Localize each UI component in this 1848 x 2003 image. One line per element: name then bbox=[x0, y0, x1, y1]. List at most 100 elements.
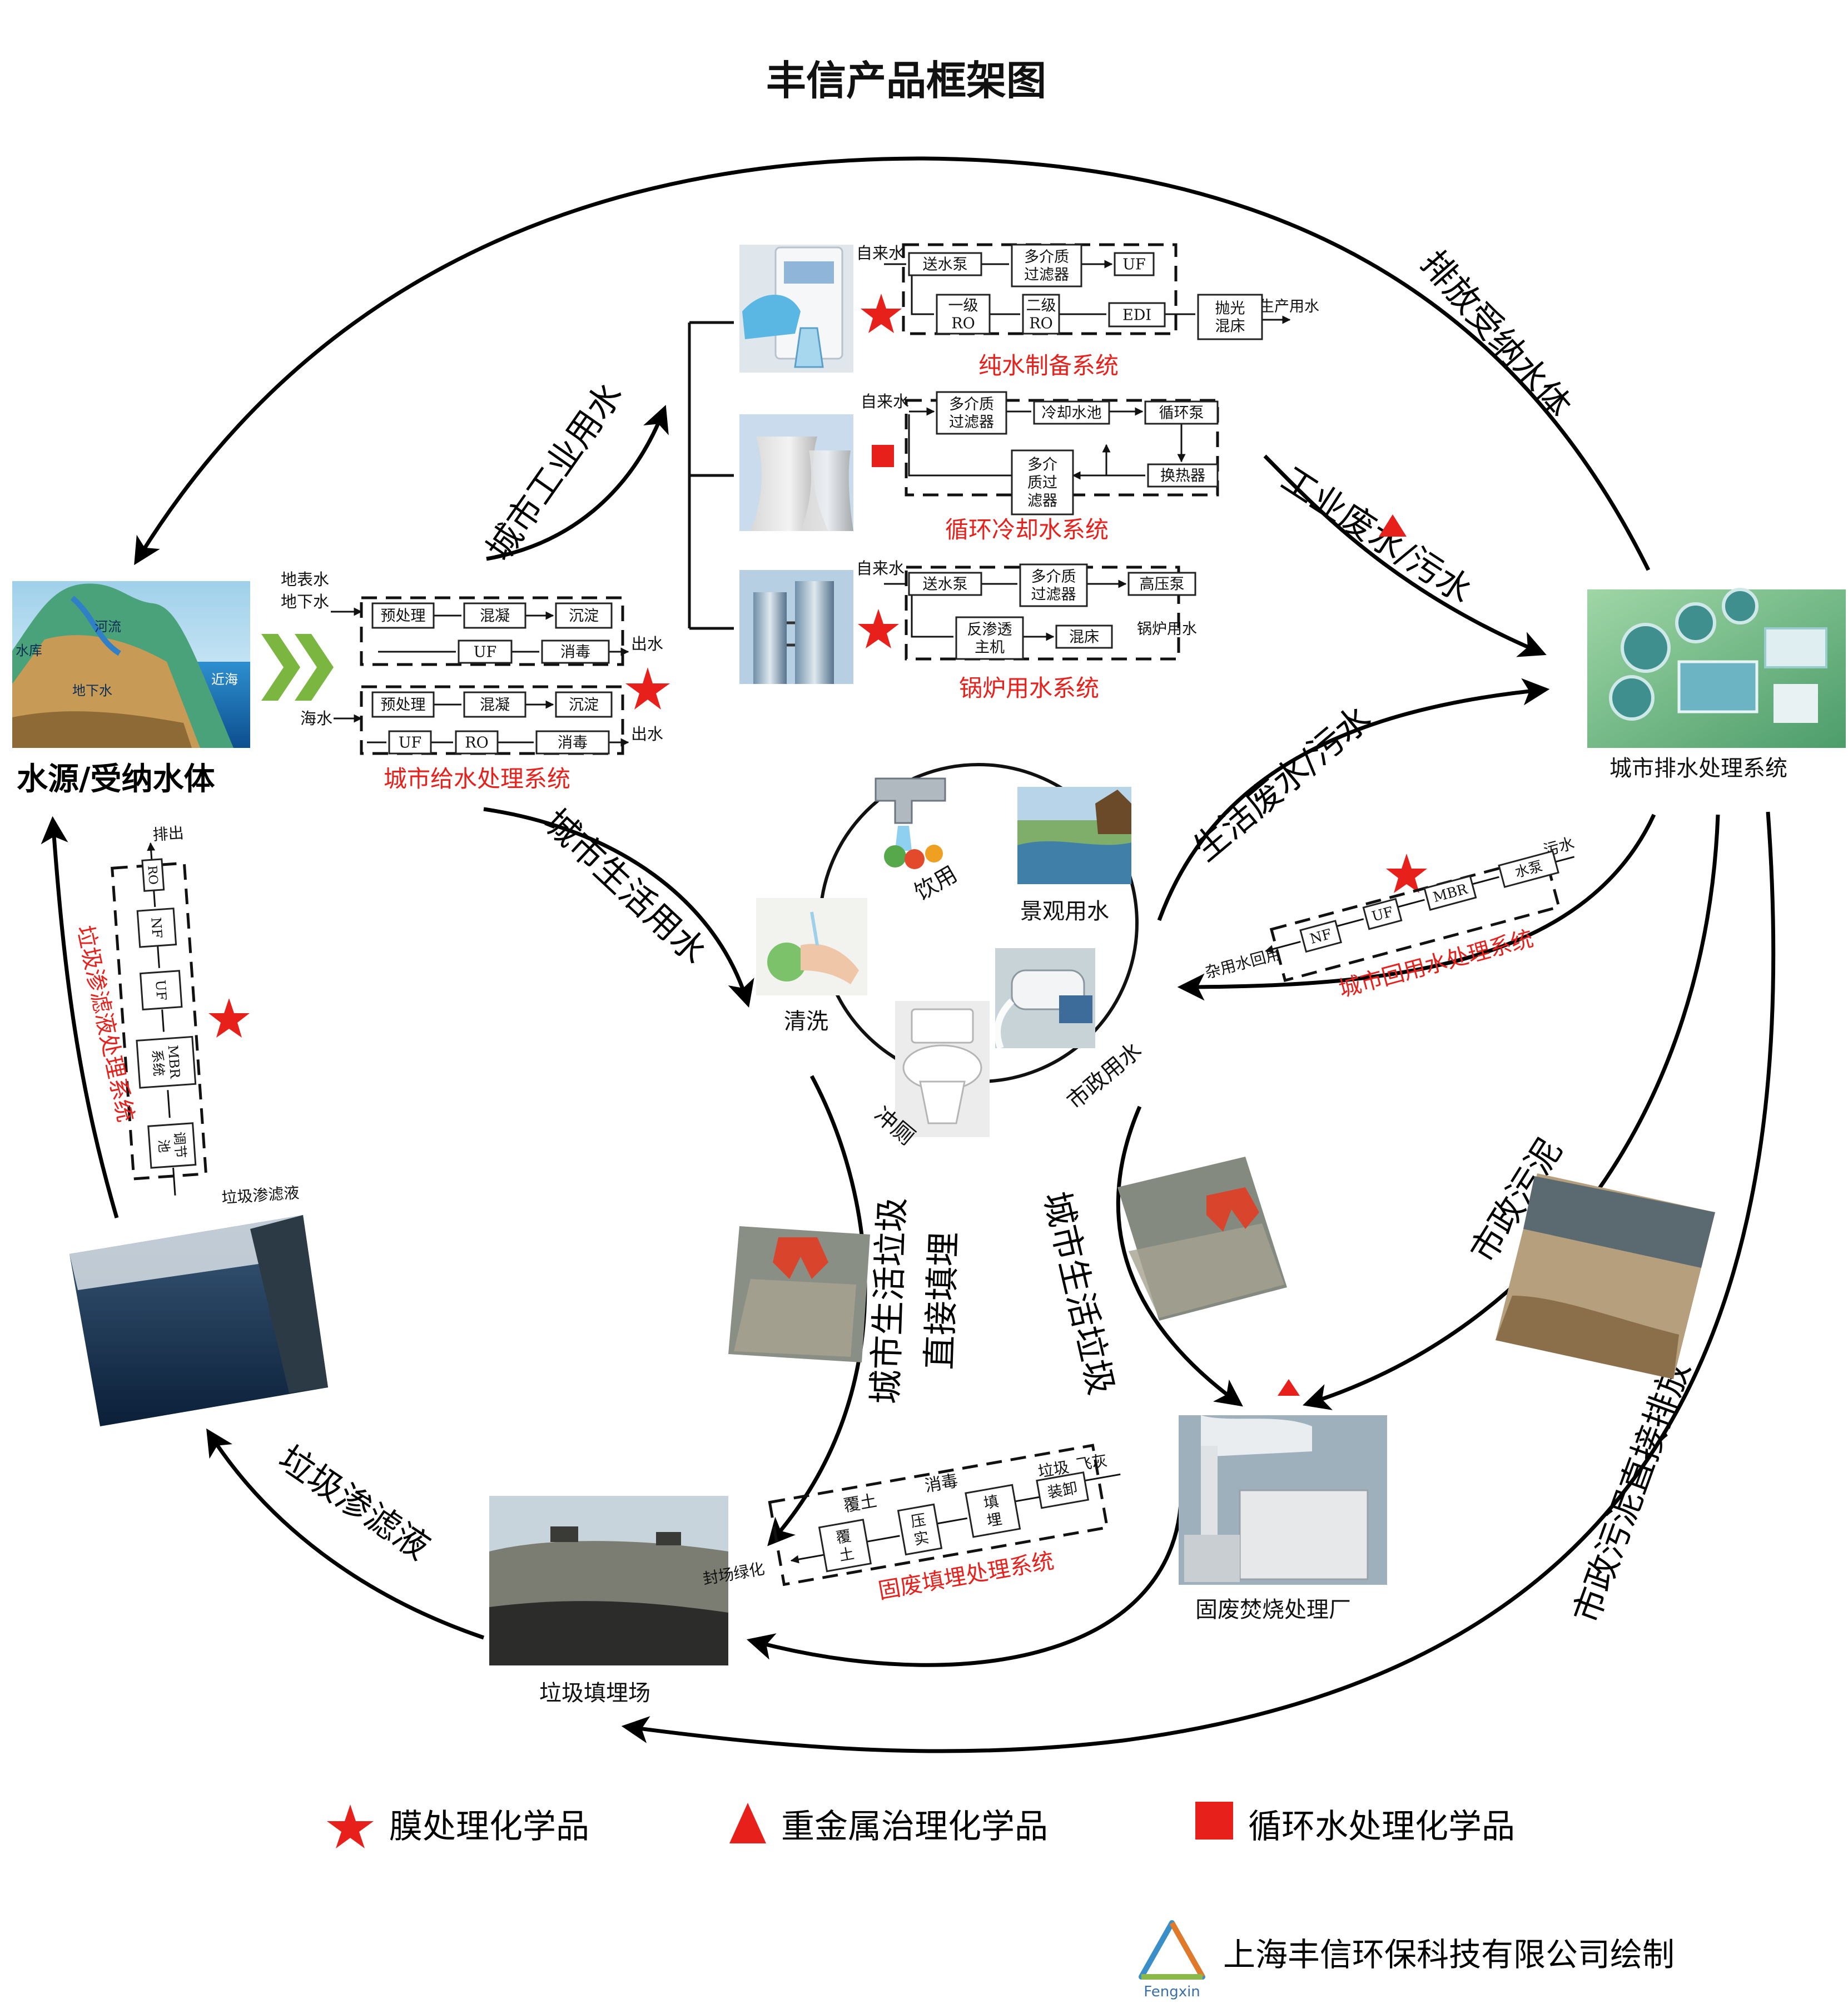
process-box: 预处理 bbox=[371, 602, 435, 629]
process-box-frame bbox=[1362, 898, 1403, 930]
drainage-plant-photo bbox=[1587, 588, 1846, 748]
use-landscape: 景观用水 bbox=[1020, 899, 1109, 924]
industrial-branch bbox=[688, 321, 734, 630]
process-box: 混床 bbox=[1055, 624, 1113, 649]
process-box: UF bbox=[139, 970, 183, 1011]
process-box: UF bbox=[388, 730, 432, 755]
process-box-label: NF bbox=[148, 917, 165, 939]
supply-output-2: 出水 bbox=[631, 725, 663, 743]
process-box-label: 消毒 bbox=[558, 734, 588, 751]
process-box-label: 埋 bbox=[986, 1510, 1004, 1530]
process-box-label: 过滤器 bbox=[949, 414, 994, 431]
process-box-frame bbox=[1423, 875, 1477, 911]
process-box-frame bbox=[955, 616, 1024, 660]
label-sludge-direct: 市政污泥直接排放 bbox=[1566, 1355, 1698, 1628]
process-box-label: 高压泵 bbox=[1140, 576, 1185, 593]
green-chevron-icon bbox=[261, 634, 334, 701]
process-box-frame bbox=[1197, 294, 1263, 340]
membrane-star-icon bbox=[1386, 854, 1427, 893]
process-box-label: 系统 bbox=[149, 1049, 166, 1077]
process-box: 送水泵 bbox=[908, 572, 982, 596]
arrow-leachate-system bbox=[41, 816, 119, 1218]
main-arcs bbox=[41, 156, 1776, 1753]
arrow-sludge-direct bbox=[621, 811, 1776, 1753]
company-logo-icon: Fengxin bbox=[1139, 1920, 1205, 2000]
label-domestic-waste: 生活废水/污水 bbox=[1185, 697, 1379, 869]
process-box-label: 实 bbox=[912, 1529, 930, 1549]
process-box-frame bbox=[1127, 572, 1196, 596]
process-box-label: 预处理 bbox=[381, 696, 426, 713]
process-box: UF bbox=[1362, 898, 1403, 930]
water-source-photo: 河流 水库 地下水 近海 bbox=[12, 581, 250, 748]
membrane-star-icon bbox=[625, 667, 670, 710]
leachate-pool-photo bbox=[69, 1215, 328, 1426]
process-box-frame bbox=[1108, 302, 1166, 328]
legend-square-icon bbox=[1195, 1802, 1233, 1840]
process-box: 覆土 bbox=[818, 1519, 872, 1573]
cooling-photo bbox=[739, 414, 853, 531]
process-box-label: 沉淀 bbox=[569, 696, 599, 713]
process-box-label: UF bbox=[399, 734, 422, 751]
label-incineration: 固废焚烧处理厂 bbox=[1195, 1597, 1351, 1623]
process-box-label: UF bbox=[474, 643, 497, 661]
process-box-label: 抛光 bbox=[1215, 300, 1245, 317]
process-box-label: EDI bbox=[1122, 306, 1151, 324]
boiler-system: 自来水 锅炉用水 锅炉用水系统 bbox=[856, 559, 1197, 702]
boiler-photo bbox=[739, 570, 853, 684]
reuse-output: 杂用水回用 bbox=[1203, 944, 1283, 982]
process-box-label: 混床 bbox=[1069, 628, 1099, 646]
process-box: EDI bbox=[1108, 302, 1166, 328]
process-box-label: 土 bbox=[838, 1545, 856, 1565]
process-box-frame bbox=[897, 1503, 943, 1556]
process-box-frame bbox=[1033, 400, 1110, 425]
leachate-output: 排出 bbox=[152, 824, 185, 844]
process-box-label: RO bbox=[145, 865, 160, 885]
process-box-frame bbox=[141, 858, 165, 892]
label-water-source: 水源/受纳水体 bbox=[17, 761, 215, 797]
legend-star-icon bbox=[327, 1804, 374, 1848]
process-box-frame bbox=[535, 730, 610, 755]
label-garbage-direct-1: 城市生活垃圾 bbox=[865, 1197, 913, 1405]
photo-washing bbox=[756, 898, 867, 995]
process-box-label: 多介质 bbox=[949, 396, 994, 413]
arrow-domestic-water bbox=[483, 807, 754, 1008]
process-box-label: 滤器 bbox=[1027, 492, 1057, 509]
process-box-frame bbox=[463, 691, 526, 718]
process-box-frame bbox=[936, 391, 1007, 435]
process-box: 装卸 bbox=[1036, 1471, 1090, 1509]
process-box-label: 多介质 bbox=[1031, 568, 1076, 586]
water-photo-river: 河流 bbox=[95, 619, 121, 634]
process-box-frame bbox=[371, 602, 435, 629]
process-box: 消毒 bbox=[535, 730, 610, 755]
process-box-label: 调节 bbox=[171, 1131, 188, 1159]
membrane-star-icon bbox=[858, 609, 899, 648]
label-discharge: 排放受纳水体 bbox=[1413, 243, 1579, 426]
process-box-frame bbox=[1114, 252, 1155, 276]
legend: 膜处理化学品 重金属治理化学品 循环水处理化学品 bbox=[327, 1802, 1515, 1848]
process-box: 调节池 bbox=[147, 1122, 197, 1169]
company-credit: 上海丰信环保科技有限公司绘制 bbox=[1223, 1936, 1675, 1974]
process-box-frame bbox=[458, 639, 513, 664]
arrow-reuse bbox=[1177, 814, 1656, 1001]
process-box-frame bbox=[147, 1122, 197, 1169]
process-box: 沉淀 bbox=[555, 691, 613, 718]
process-box-frame bbox=[818, 1519, 872, 1573]
water-photo-groundwater: 地下水 bbox=[72, 683, 112, 698]
process-box-frame bbox=[908, 252, 982, 276]
process-box-label: 填 bbox=[982, 1493, 1000, 1513]
label-domestic-garbage: 城市生活垃圾 bbox=[1036, 1188, 1122, 1399]
process-box-label: 多介 bbox=[1027, 457, 1057, 474]
photo-toilet bbox=[895, 1001, 990, 1137]
photo-municipal bbox=[994, 948, 1095, 1050]
process-box-label: 消毒 bbox=[560, 643, 590, 661]
membrane-star-icon bbox=[208, 998, 250, 1038]
process-box: 换热器 bbox=[1147, 463, 1219, 488]
process-box: 水泵 bbox=[1498, 850, 1559, 888]
process-box: 填埋 bbox=[965, 1484, 1021, 1538]
process-box-frame bbox=[371, 691, 435, 718]
process-box-label: 冷却水池 bbox=[1042, 404, 1102, 422]
process-box-frame bbox=[1019, 563, 1088, 607]
